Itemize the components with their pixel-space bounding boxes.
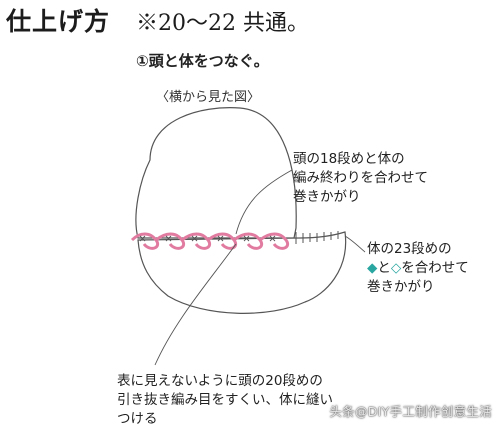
annotation-line: 頭の18段めと体の	[293, 151, 405, 167]
leader-lines	[154, 169, 366, 366]
seam-x-marks	[139, 235, 276, 242]
annotation-body-23rd-round: 体の23段めの ◆と◇を合わせて 巻きかがり	[367, 240, 469, 297]
annotation-line: ◆と◇を合わせて	[367, 260, 469, 276]
step-heading: ①頭と体をつなぐ。	[136, 52, 269, 70]
annotation-line: つける	[117, 411, 158, 427]
outline-diamond-icon: ◇	[390, 260, 402, 276]
annotation-line: 巻きかがり	[293, 189, 361, 205]
page-title: 仕上げ方	[6, 7, 111, 36]
body-outline	[137, 231, 347, 314]
annotation-line: 引き抜き編み目をすくい、体に縫い	[117, 392, 333, 408]
head-outline	[135, 107, 297, 239]
annotation-sew-hidden: 表に見えないように頭の20段めの 引き抜き編み目をすくい、体に縫い つける	[117, 372, 333, 429]
annotation-line: 表に見えないように頭の20段めの	[117, 373, 323, 389]
watermark: 头条@DIY手工制作创意生活	[329, 404, 492, 419]
whip-stitch-loops	[130, 232, 289, 250]
seam-ticks	[295, 231, 339, 244]
view-caption: 〈横から見た図〉	[156, 90, 261, 105]
title-note: ※20〜22 共通。	[136, 11, 309, 36]
annotation-line: 体の23段めの	[367, 241, 452, 257]
annotation-head-body-join: 頭の18段めと体の 編み終わりを合わせて 巻きかがり	[293, 150, 428, 207]
filled-diamond-icon: ◆	[367, 260, 378, 276]
annotation-line: 巻きかがり	[367, 279, 435, 295]
annotation-line: 編み終わりを合わせて	[293, 170, 428, 186]
